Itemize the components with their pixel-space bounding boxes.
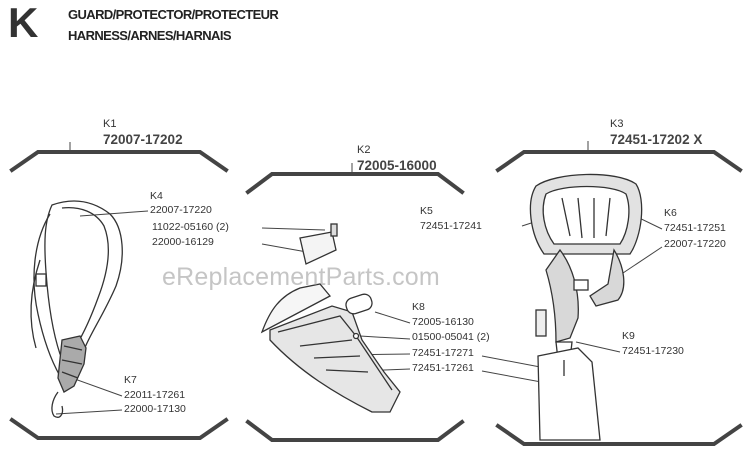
kit-number-k1: 72007-17202 (103, 132, 183, 147)
callout-part-k6-1: 72451-17251 (664, 222, 726, 234)
callout-key-k8: K8 (412, 301, 425, 313)
guard-screw (330, 223, 338, 237)
kit-bracket-k2-top (245, 172, 465, 195)
kit-number-k2: 72005-16000 (357, 158, 437, 173)
kit-key-k3: K3 (610, 118, 624, 130)
kit-bracket-k3-bottom (495, 423, 743, 446)
callout-key-k4: K4 (150, 190, 163, 202)
callout-part-k8-4: 72451-17261 (412, 362, 474, 374)
strap-buckle (35, 273, 47, 287)
callout-part-k8-2: 01500-05041 (2) (412, 331, 490, 343)
single-strap-drawing (30, 200, 123, 418)
kit-brackets (9, 150, 743, 446)
callout-part-k7-2: 22000-17130 (124, 403, 186, 415)
callout-part-k7-1: 22011-17261 (124, 389, 186, 401)
callout-part-k5: 72451-17241 (420, 220, 482, 232)
section-title-line1: GUARD/PROTECTOR/PROTECTEUR (68, 7, 279, 22)
callout-part-k8-3: 72451-17271 (412, 347, 474, 359)
callout-part-plate: 22000-16129 (152, 236, 214, 248)
watermark: eReplacementParts.com (162, 263, 440, 291)
callout-key-k6: K6 (664, 207, 677, 219)
harness-hip-pad (537, 347, 601, 441)
callout-part-k9: 72451-17230 (622, 345, 684, 357)
guard-drawing (260, 223, 401, 413)
callout-part-k8-1: 72005-16130 (412, 316, 474, 328)
harness-drawing (529, 173, 643, 441)
kit-bracket-k1-top (9, 150, 229, 173)
callout-part-k6-2: 22007-17220 (664, 238, 726, 250)
guard-bracket (345, 293, 373, 315)
callout-key-k9: K9 (622, 330, 635, 342)
callout-key-k5: K5 (420, 205, 433, 217)
callout-part-k4: 22007-17220 (150, 204, 212, 216)
kit-bracket-k3-top (495, 150, 743, 173)
kit-bracket-k2-bottom (245, 419, 465, 442)
section-letter: K (8, 0, 39, 46)
kit-key-k2: K2 (357, 144, 371, 156)
kit-key-k1: K1 (103, 118, 117, 130)
kit-number-k3: 72451-17202 X (610, 132, 703, 147)
kit-bracket-k1-bottom (9, 417, 229, 440)
callout-part-screw: 11022-05160 (2) (152, 221, 229, 233)
section-title-line2: HARNESS/ARNES/HARNAIS (68, 28, 232, 43)
callout-key-k7: K7 (124, 374, 137, 386)
